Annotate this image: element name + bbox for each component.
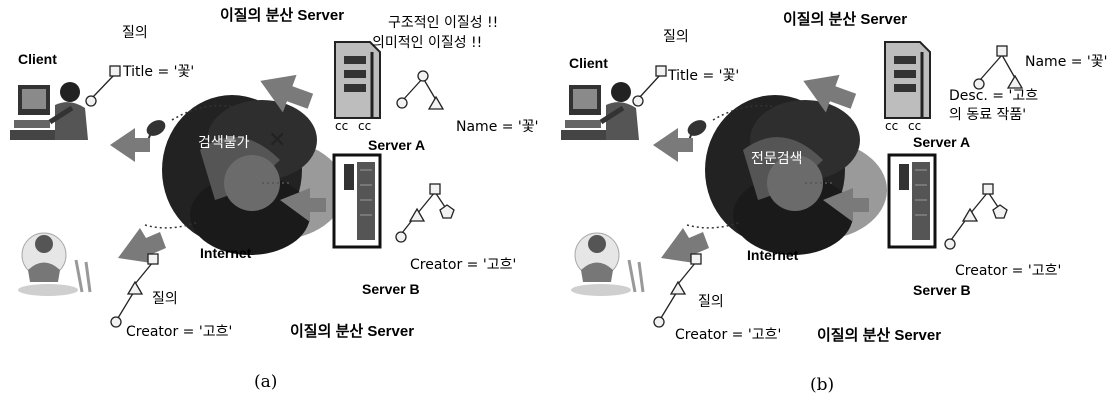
title-top: 이질의 분산 Server: [220, 7, 345, 24]
client-person-icon: [48, 82, 88, 140]
query-label-top: 질의: [122, 25, 148, 41]
arrow-server-b: [823, 188, 869, 222]
server-a-desc-line2: 의 동료 작품': [949, 107, 1027, 123]
center-label: 검색불가: [198, 135, 250, 151]
internet-cloud: [162, 95, 345, 255]
client-computer-icon: [10, 85, 65, 140]
query-label-bottom: 질의: [698, 294, 724, 310]
server-b-label: Server B: [913, 282, 971, 298]
query-label-top: 질의: [663, 29, 689, 45]
server-b-label: Server B: [362, 281, 420, 297]
query-label-bottom: 질의: [152, 291, 178, 307]
server-b-field-text: Creator = '고흐': [955, 263, 1062, 279]
panel-a-illustration: cc cc: [10, 41, 455, 328]
client-query-text: Title = '꽃': [123, 64, 195, 80]
internet-label: Internet: [747, 247, 799, 263]
client-query-tree: [85, 65, 121, 107]
panel-b: cc cc: [555, 0, 1110, 406]
server-a-tree: [973, 45, 1024, 90]
svg-text:cc: cc: [885, 119, 898, 133]
server-a-tree: [396, 70, 445, 110]
blocked-x-icon: ✕: [268, 128, 287, 153]
arrow-client: [653, 128, 693, 162]
svg-text:cc: cc: [335, 119, 348, 133]
title-top: 이질의 분산 Server: [783, 11, 908, 28]
panel-b-illustration: cc cc: [561, 41, 1024, 328]
client-person-icon: [599, 82, 639, 140]
user-query-text: Creator = '고흐': [675, 327, 782, 343]
arrow-server-b: [280, 188, 326, 222]
arrow-server-a: [803, 74, 857, 113]
user-query-tree: [110, 253, 159, 328]
server-a-label: Server A: [368, 137, 426, 153]
server-b-tree: [944, 183, 1008, 250]
server-a-icon: cc cc: [884, 41, 931, 133]
arrow-server-a: [260, 74, 314, 113]
server-a-label: Server A: [913, 134, 971, 150]
structural-heterogeneity-label: 구조적인 이질성 !!: [388, 15, 499, 31]
server-b-field-text: Creator = '고흐': [410, 257, 517, 273]
arrow-client: [110, 128, 150, 162]
arrow-user: [661, 228, 709, 264]
user-person-icon: [18, 232, 92, 296]
internet-label: Internet: [200, 245, 252, 261]
title-bottom: 이질의 분산 Server: [817, 327, 942, 344]
caption-a: (a): [254, 372, 278, 392]
arrow-user: [118, 228, 166, 264]
server-a-icon: cc cc: [334, 41, 381, 133]
center-label: 전문검색: [751, 151, 803, 167]
client-computer-icon: [561, 85, 616, 140]
svg-text:cc: cc: [908, 119, 921, 133]
panel-a: cc cc: [10, 7, 539, 392]
server-a-field-text: Name = '꽃': [456, 119, 539, 135]
title-bottom: 이질의 분산 Server: [290, 323, 415, 340]
semantic-heterogeneity-label: 의미적인 이질성 !!: [372, 35, 483, 51]
client-query-tree: [632, 65, 667, 107]
user-query-text: Creator = '고흐': [126, 324, 233, 340]
caption-b: (b): [810, 375, 835, 395]
user-person-icon: [571, 232, 645, 296]
client-query-text: Title = '꽃': [668, 68, 740, 84]
internet-cloud: [705, 95, 887, 255]
server-b-icon: [332, 153, 382, 249]
server-b-icon: [887, 153, 937, 249]
client-label: Client: [569, 55, 608, 71]
server-a-desc-line1: Desc. = '고흐: [949, 88, 1039, 104]
svg-text:cc: cc: [358, 119, 371, 133]
server-b-tree: [395, 183, 455, 243]
user-query-tree: [653, 253, 702, 328]
server-a-field-text: Name = '꽃': [1025, 54, 1108, 70]
client-label: Client: [18, 51, 57, 67]
